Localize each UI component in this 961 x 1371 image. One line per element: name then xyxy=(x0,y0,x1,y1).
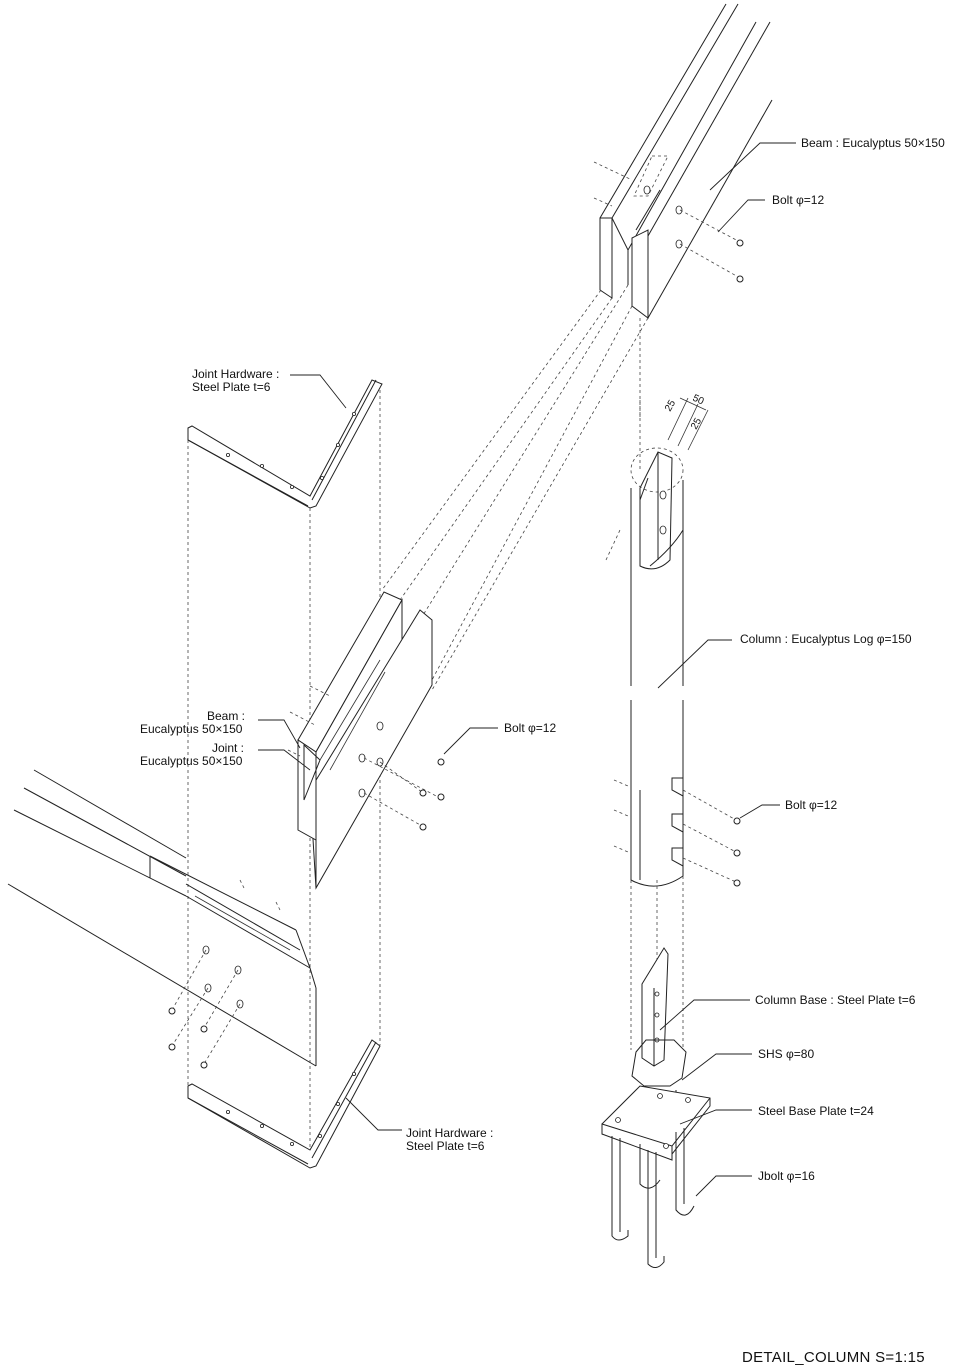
column-log xyxy=(605,400,741,1050)
beam-mid-label-1: Beam : xyxy=(207,709,245,723)
base-plate-callout: Steel Base Plate t=24 xyxy=(679,1104,874,1125)
joint-hardware-top xyxy=(187,379,383,509)
shs-callout: SHS φ=80 xyxy=(681,1047,814,1081)
dim-25a: 25 xyxy=(663,398,678,414)
joint-hardware-bottom-label-1: Joint Hardware : xyxy=(406,1126,493,1140)
joint-hardware-bottom-callout: Joint Hardware : Steel Plate t=6 xyxy=(345,1097,493,1153)
column-base xyxy=(601,947,711,1268)
joint-hardware-bottom xyxy=(187,1039,381,1169)
joint-mid-callout: Joint : Eucalyptus 50×150 xyxy=(140,741,311,771)
beam-joint-assembly xyxy=(287,591,445,890)
joint-hardware-top-label-2: Steel Plate t=6 xyxy=(192,380,271,394)
beam-top-label: Beam : Eucalyptus 50×150 xyxy=(801,136,945,150)
column-base-callout: Column Base : Steel Plate t=6 xyxy=(659,993,916,1031)
joint-mid-label-1: Joint : xyxy=(212,741,244,755)
drawing-title: DETAIL_COLUMN S=1:15 xyxy=(742,1349,925,1366)
base-plate-label: Steel Base Plate t=24 xyxy=(758,1104,874,1118)
beam-mid-label-2: Eucalyptus 50×150 xyxy=(140,722,243,736)
bolt-col-callout: Bolt φ=12 xyxy=(739,798,837,819)
column-label: Column : Eucalyptus Log φ=150 xyxy=(740,632,912,646)
dim-50: 50 xyxy=(691,393,706,408)
column-base-label: Column Base : Steel Plate t=6 xyxy=(755,993,916,1007)
joint-mid-label-2: Eucalyptus 50×150 xyxy=(140,754,243,768)
jbolt-label: Jbolt φ=16 xyxy=(758,1169,815,1183)
jbolt-callout: Jbolt φ=16 xyxy=(695,1169,815,1197)
column-callout: Column : Eucalyptus Log φ=150 xyxy=(657,632,912,689)
bolt-top-callout: Bolt φ=12 xyxy=(717,193,824,233)
beam-top-callout: Beam : Eucalyptus 50×150 xyxy=(709,136,945,191)
bolt-mid-label: Bolt φ=12 xyxy=(504,721,556,735)
joint-hardware-bottom-label-2: Steel Plate t=6 xyxy=(406,1139,485,1153)
top-beam xyxy=(593,3,773,319)
lower-beam xyxy=(7,769,317,1069)
joint-hardware-top-label-1: Joint Hardware : xyxy=(192,367,279,381)
bolt-mid-callout: Bolt φ=12 xyxy=(443,721,556,755)
bolt-top-label: Bolt φ=12 xyxy=(772,193,824,207)
bolt-col-label: Bolt φ=12 xyxy=(785,798,837,812)
beam-mid-callout: Beam : Eucalyptus 50×150 xyxy=(140,709,301,749)
dim-25b: 25 xyxy=(689,416,704,432)
joint-hardware-top-callout: Joint Hardware : Steel Plate t=6 xyxy=(192,367,347,409)
shs-label: SHS φ=80 xyxy=(758,1047,814,1061)
dimension-marks: 50 25 25 xyxy=(663,393,709,451)
